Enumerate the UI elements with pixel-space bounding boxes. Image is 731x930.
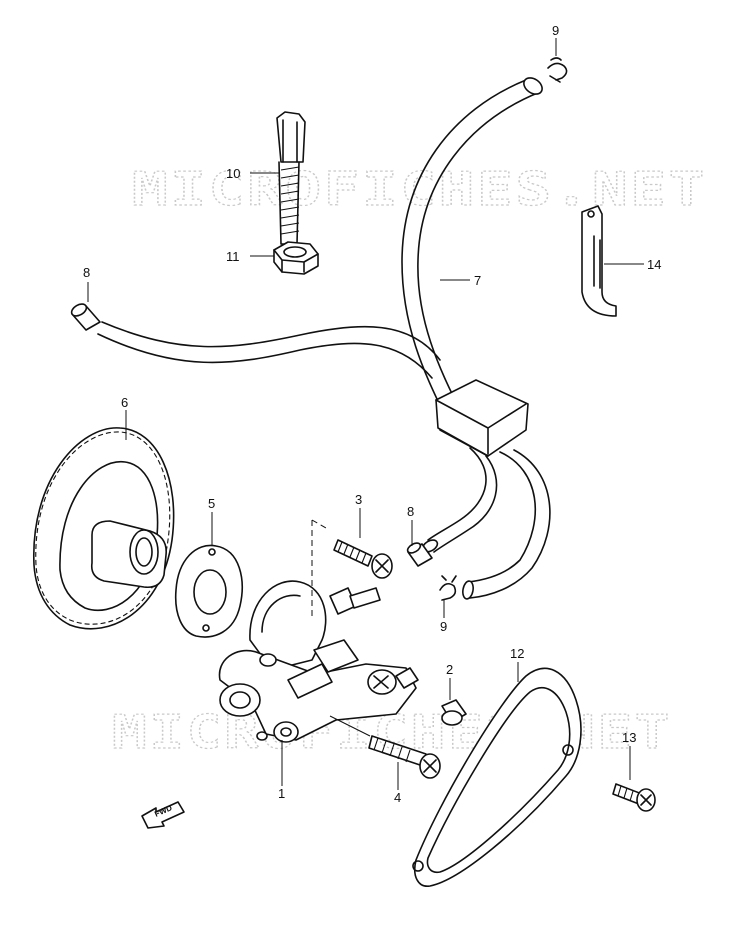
callout-14: 14 xyxy=(647,257,661,272)
callout-8-left: 8 xyxy=(83,265,90,280)
forward-direction-indicator: FWD xyxy=(141,801,185,829)
part-bolt-lower[interactable] xyxy=(329,715,441,779)
part-hose-clamp[interactable] xyxy=(581,205,617,317)
callout-3: 3 xyxy=(355,492,362,507)
callout-8-right: 8 xyxy=(407,504,414,519)
part-screw-upper[interactable] xyxy=(333,539,393,579)
part-screw-cover[interactable] xyxy=(612,783,656,812)
part-oil-hose[interactable] xyxy=(97,75,551,600)
callout-7: 7 xyxy=(474,273,481,288)
part-oil-pump-assembly[interactable] xyxy=(218,519,419,743)
part-plug[interactable] xyxy=(441,699,467,726)
part-pump-drive-gear[interactable] xyxy=(33,427,175,630)
part-cap-right[interactable] xyxy=(406,541,433,567)
callout-4: 4 xyxy=(394,790,401,805)
callout-1: 1 xyxy=(278,786,285,801)
part-nut[interactable] xyxy=(273,241,319,275)
part-clip-top[interactable] xyxy=(547,57,568,83)
leader-lines xyxy=(87,38,644,790)
callout-10: 10 xyxy=(226,166,240,181)
watermark-top: MICROFICHES.NET xyxy=(132,162,707,216)
part-cap-left[interactable] xyxy=(70,302,101,331)
callout-6: 6 xyxy=(121,395,128,410)
part-cover-gasket[interactable] xyxy=(412,667,582,887)
callout-9-top: 9 xyxy=(552,23,559,38)
callout-5: 5 xyxy=(208,496,215,511)
part-pump-gasket[interactable] xyxy=(174,544,243,638)
part-clip-lower[interactable] xyxy=(439,575,457,601)
callout-9-lower: 9 xyxy=(440,619,447,634)
callout-13: 13 xyxy=(622,730,636,745)
callout-11: 11 xyxy=(226,249,240,264)
part-stud-bolt[interactable] xyxy=(276,111,306,245)
callout-2: 2 xyxy=(446,662,453,677)
callout-12: 12 xyxy=(510,646,524,661)
